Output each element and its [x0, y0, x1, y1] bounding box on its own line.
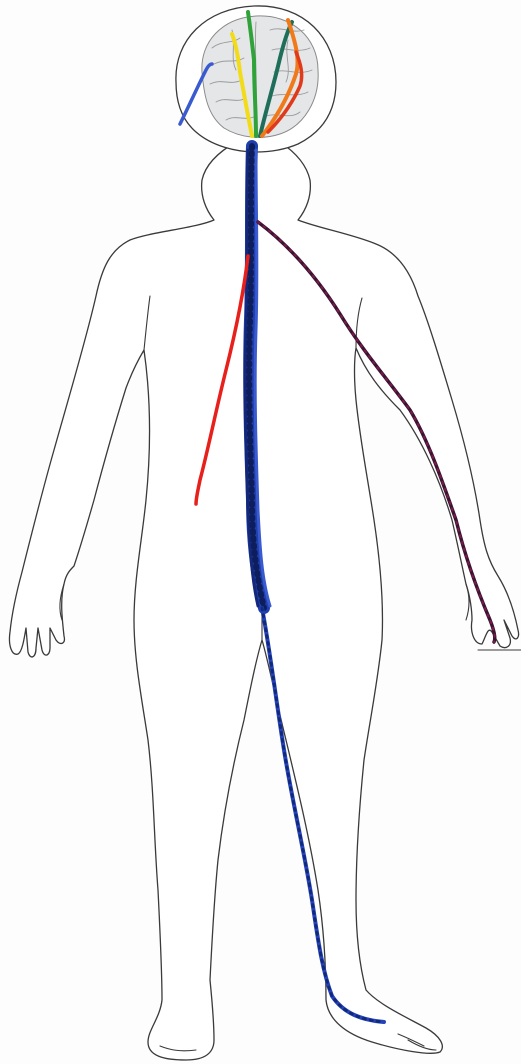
body-illustration: [0, 0, 521, 1064]
nervous-system-craft-image: [0, 0, 521, 1064]
